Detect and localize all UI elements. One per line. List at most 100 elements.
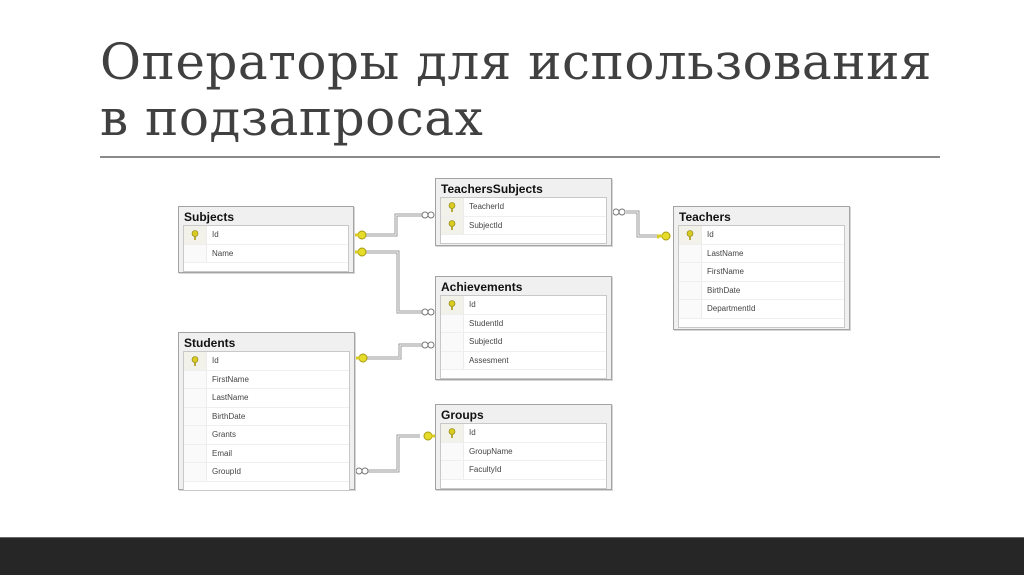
table-groups[interactable]: Groups Id GroupName FacultyId [435, 404, 612, 490]
column-row[interactable]: Id [441, 296, 606, 315]
column-row[interactable]: TeacherId [441, 198, 606, 217]
column-row[interactable]: DepartmentId [679, 300, 844, 319]
infinity-icon [421, 211, 435, 219]
key-icon [352, 230, 367, 240]
column-name: GroupName [469, 446, 513, 456]
infinity-icon [421, 341, 435, 349]
table-columns: Id FirstName LastName BirthDate Grants E… [183, 351, 350, 491]
key-icon [352, 247, 367, 257]
column-name: Name [212, 248, 234, 258]
column-row[interactable]: FirstName [184, 370, 349, 389]
column-name: DepartmentId [707, 304, 756, 314]
connector-teacherssubjects-teachers [626, 210, 660, 238]
table-title: Subjects [184, 210, 235, 224]
empty-key-cell [184, 426, 207, 444]
empty-key-cell [441, 314, 464, 332]
empty-key-cell [679, 244, 702, 262]
column-row[interactable]: Name [184, 244, 348, 263]
column-name: Id [212, 230, 219, 240]
key-icon [656, 231, 671, 241]
column-row[interactable]: BirthDate [679, 281, 844, 300]
column-name: TeacherId [469, 202, 505, 212]
column-name: Email [212, 448, 233, 458]
column-name: Id [469, 428, 476, 438]
empty-key-cell [679, 263, 702, 281]
connector-students-groups [368, 434, 420, 473]
table-subjects[interactable]: Subjects Id Name [178, 206, 354, 273]
primary-key-icon [441, 216, 464, 234]
column-row[interactable]: LastName [184, 389, 349, 408]
primary-key-icon [184, 226, 207, 244]
empty-key-cell [441, 351, 464, 369]
key-icon [353, 353, 368, 363]
empty-key-cell [184, 444, 207, 462]
column-name: LastName [212, 393, 249, 403]
column-row[interactable]: FacultyId [441, 461, 606, 480]
column-name: StudentId [469, 318, 504, 328]
column-name: Id [707, 230, 714, 240]
column-name: BirthDate [707, 285, 741, 295]
table-title: TeachersSubjects [441, 182, 543, 196]
primary-key-icon [441, 424, 464, 442]
column-name: FirstName [212, 374, 249, 384]
empty-key-cell [184, 370, 207, 388]
column-row[interactable]: Grants [184, 426, 349, 445]
column-row[interactable]: Email [184, 444, 349, 463]
column-row[interactable]: SubjectId [441, 333, 606, 352]
table-columns: Id StudentId SubjectId Assesment [440, 295, 607, 379]
table-title: Achievements [441, 280, 523, 294]
empty-key-cell [441, 333, 464, 351]
empty-key-cell [441, 442, 464, 460]
column-name: BirthDate [212, 411, 246, 421]
table-title: Students [184, 336, 236, 350]
table-title: Teachers [679, 210, 731, 224]
column-row[interactable]: GroupId [184, 463, 349, 482]
infinity-icon [612, 208, 626, 216]
table-achievements[interactable]: Achievements Id StudentId SubjectId Asse… [435, 276, 612, 380]
primary-key-icon [441, 198, 464, 216]
empty-key-cell [184, 407, 207, 425]
table-columns: Id LastName FirstName BirthDate Departme… [678, 225, 845, 328]
table-students[interactable]: Students Id FirstName LastName BirthDate… [178, 332, 355, 491]
column-row[interactable]: Id [441, 424, 606, 443]
table-teacherssubjects[interactable]: TeachersSubjects TeacherId SubjectId [435, 178, 612, 246]
column-name: Assesment [469, 355, 509, 365]
column-name: Id [212, 356, 219, 366]
column-row[interactable]: SubjectId [441, 216, 606, 235]
column-name: Grants [212, 430, 237, 440]
column-row[interactable]: FirstName [679, 263, 844, 282]
column-name: FirstName [707, 267, 744, 277]
column-row[interactable]: Id [184, 226, 348, 245]
connector-subjects-achievements [366, 250, 424, 314]
connector-subjects-teacherssubjects [366, 213, 424, 237]
empty-key-cell [441, 461, 464, 479]
primary-key-icon [679, 226, 702, 244]
title-divider [100, 156, 940, 158]
table-teachers[interactable]: Teachers Id LastName FirstName BirthDate… [673, 206, 850, 330]
infinity-icon [355, 467, 369, 475]
column-name: SubjectId [469, 337, 503, 347]
empty-key-cell [184, 244, 207, 262]
empty-key-cell [679, 300, 702, 318]
column-row[interactable]: Id [679, 226, 844, 245]
slide-footer-bar [0, 537, 1024, 575]
column-name: GroupId [212, 467, 241, 477]
column-row[interactable]: LastName [679, 244, 844, 263]
column-row[interactable]: Id [184, 352, 349, 371]
table-columns: Id Name [183, 225, 349, 272]
slide-title: Операторы для использования в подзапроса… [100, 33, 932, 147]
column-name: SubjectId [469, 220, 503, 230]
column-row[interactable]: GroupName [441, 442, 606, 461]
column-name: LastName [707, 248, 744, 258]
column-row[interactable]: BirthDate [184, 407, 349, 426]
empty-key-cell [184, 463, 207, 481]
table-columns: TeacherId SubjectId [440, 197, 607, 244]
empty-key-cell [184, 389, 207, 407]
column-name: Id [469, 300, 476, 310]
primary-key-icon [441, 296, 464, 314]
column-row[interactable]: StudentId [441, 314, 606, 333]
primary-key-icon [184, 352, 207, 370]
empty-key-cell [679, 281, 702, 299]
column-row[interactable]: Assesment [441, 351, 606, 370]
